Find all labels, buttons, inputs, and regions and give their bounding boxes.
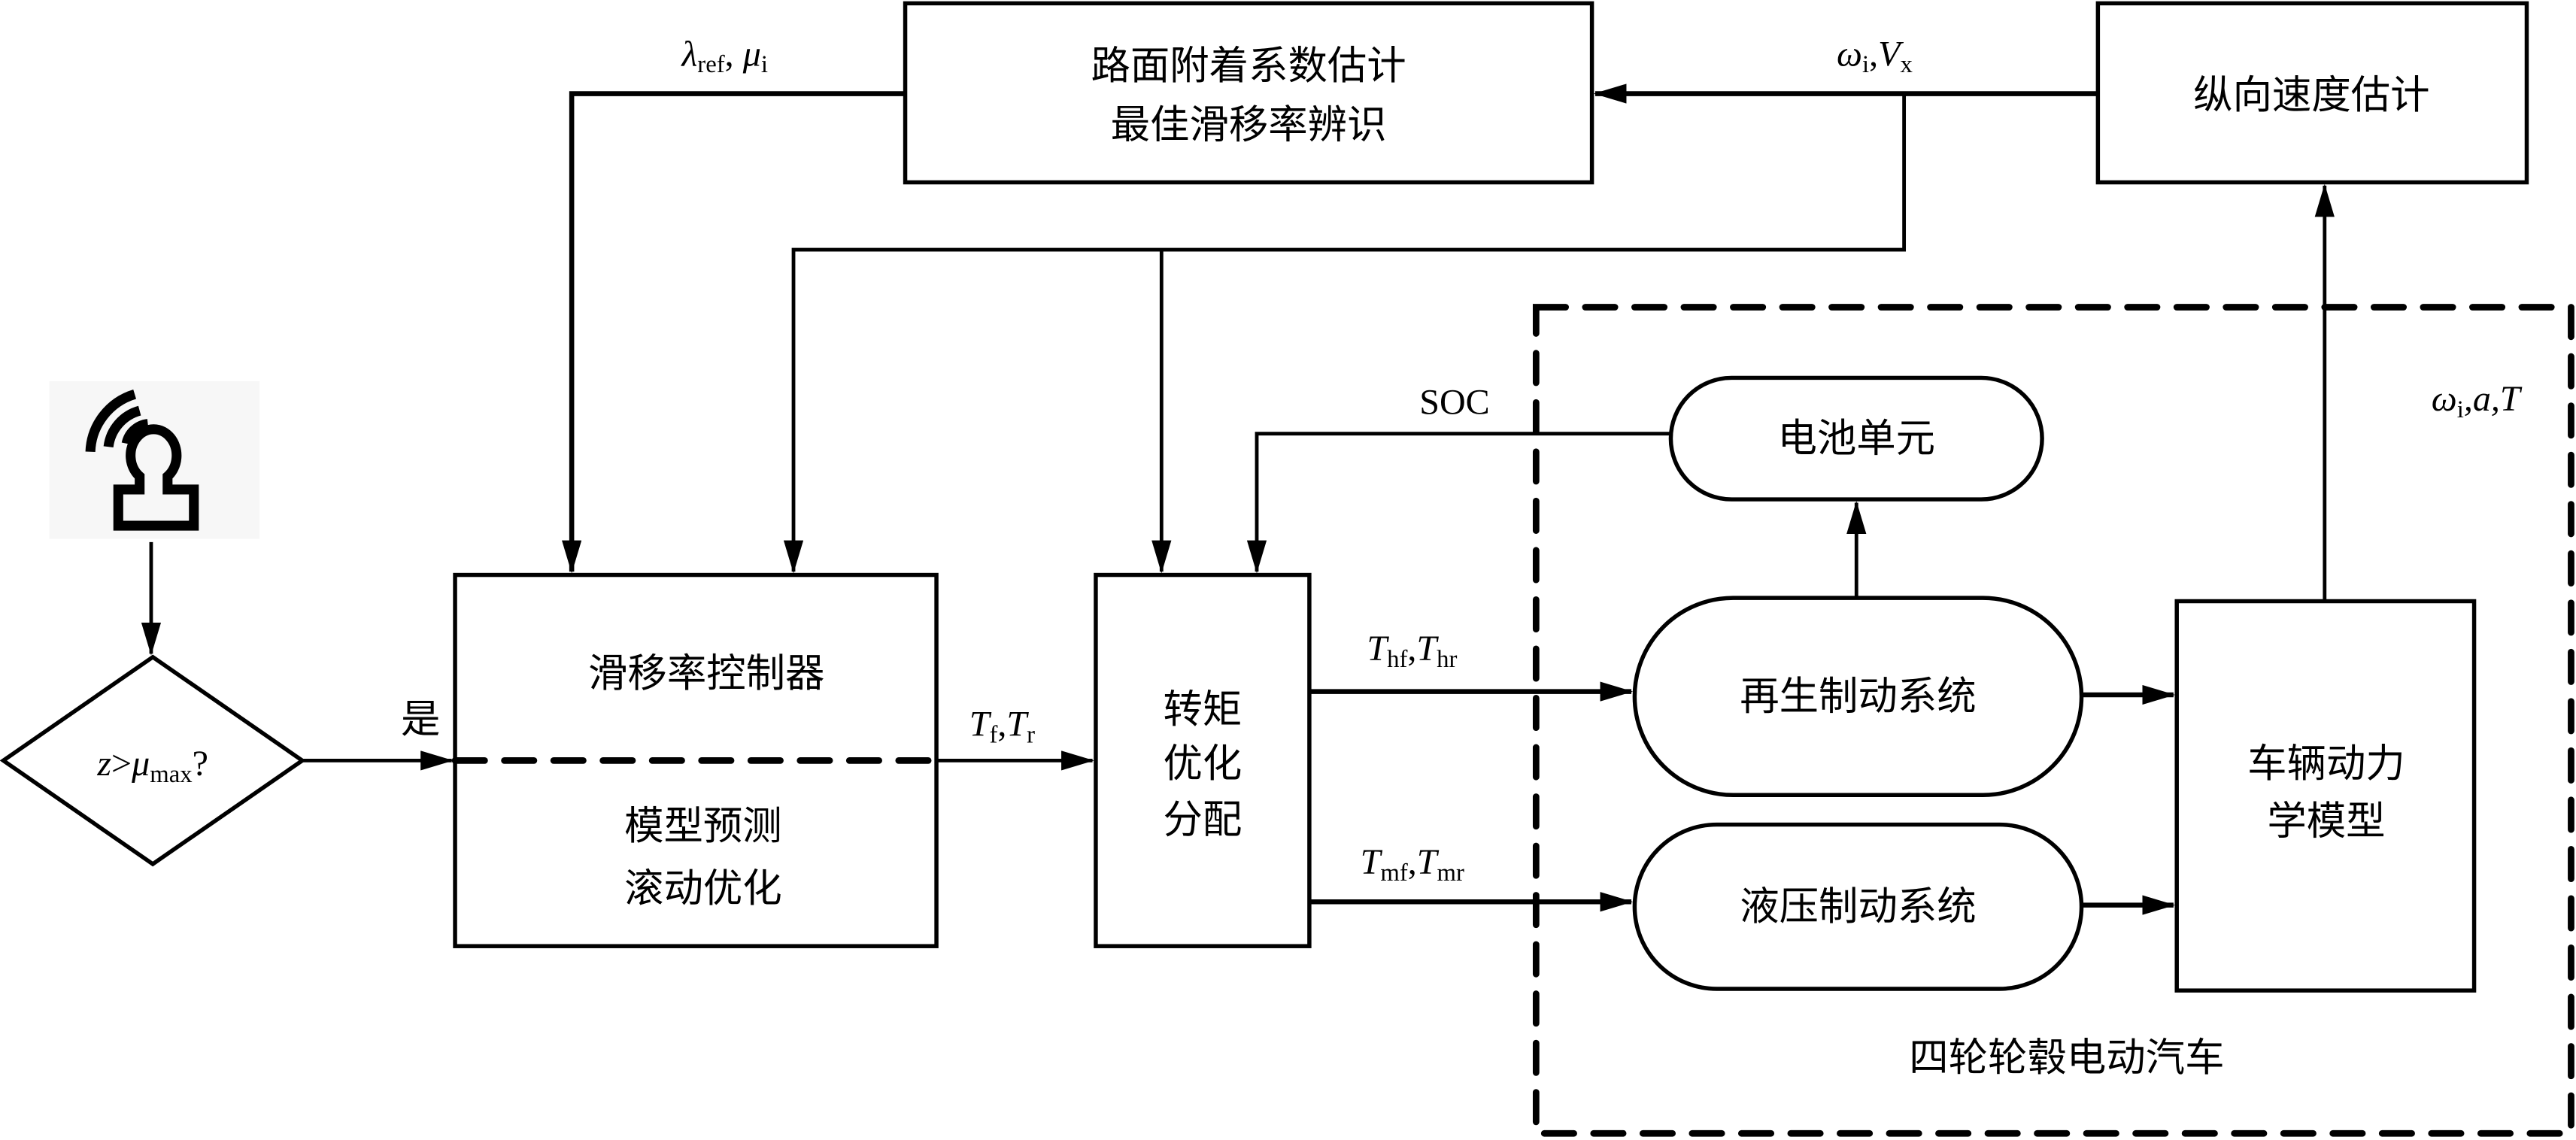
soc-line xyxy=(1246,432,1671,574)
soc-label: SOC xyxy=(1419,382,1489,422)
estimator-label-2: 最佳滑移率辨识 xyxy=(1111,102,1387,148)
driver-signal-icon xyxy=(49,381,260,539)
vx-to-controller-line xyxy=(783,93,1907,574)
omega-vx-label: ωi,Vx xyxy=(1837,34,1913,78)
torque-label-3: 分配 xyxy=(1164,796,1242,842)
torque-label-1: 转矩 xyxy=(1164,687,1242,732)
omega-a-t-label: ωi,a,T xyxy=(2432,379,2523,423)
speed-estimator-label: 纵向速度估计 xyxy=(2193,72,2429,118)
torque-allocation-box xyxy=(1094,572,1312,948)
tmf-tmr-label: Tmf,Tmr xyxy=(1361,842,1464,887)
vehicle-label-1: 车辆动力 xyxy=(2247,741,2405,787)
regen-label: 再生制动系统 xyxy=(1740,674,1976,720)
vehicle-group-label: 四轮轮毂电动汽车 xyxy=(1909,1035,2224,1081)
battery-box xyxy=(1668,375,2044,502)
hydraulic-label: 液压制动系统 xyxy=(1740,884,1976,929)
tf-tr-label: Tf,Tr xyxy=(969,705,1035,749)
battery-label: 电池单元 xyxy=(1777,416,1935,462)
vehicle-label-2: 学模型 xyxy=(2267,799,2385,844)
controller-bottom-label-1: 模型预测 xyxy=(624,803,782,849)
controller-top-label: 滑移率控制器 xyxy=(588,650,824,696)
estimator-to-controller-line xyxy=(562,91,906,574)
vehicle-group-boundary xyxy=(1532,304,2574,1137)
yes-label: 是 xyxy=(401,696,440,742)
decision-label: z>μmax? xyxy=(96,744,208,788)
lambda-mu-label: λref, μi xyxy=(680,34,767,78)
thf-thr-label: Thf,Thr xyxy=(1367,629,1457,673)
estimator-label-1: 路面附着系数估计 xyxy=(1091,43,1406,89)
road-adhesion-estimator-box xyxy=(903,1,1594,185)
vehicle-model-box xyxy=(2174,599,2477,993)
controller-bottom-label-2: 滚动优化 xyxy=(624,866,782,911)
decision-diamond xyxy=(0,654,306,867)
torque-label-2: 优化 xyxy=(1164,741,1242,787)
